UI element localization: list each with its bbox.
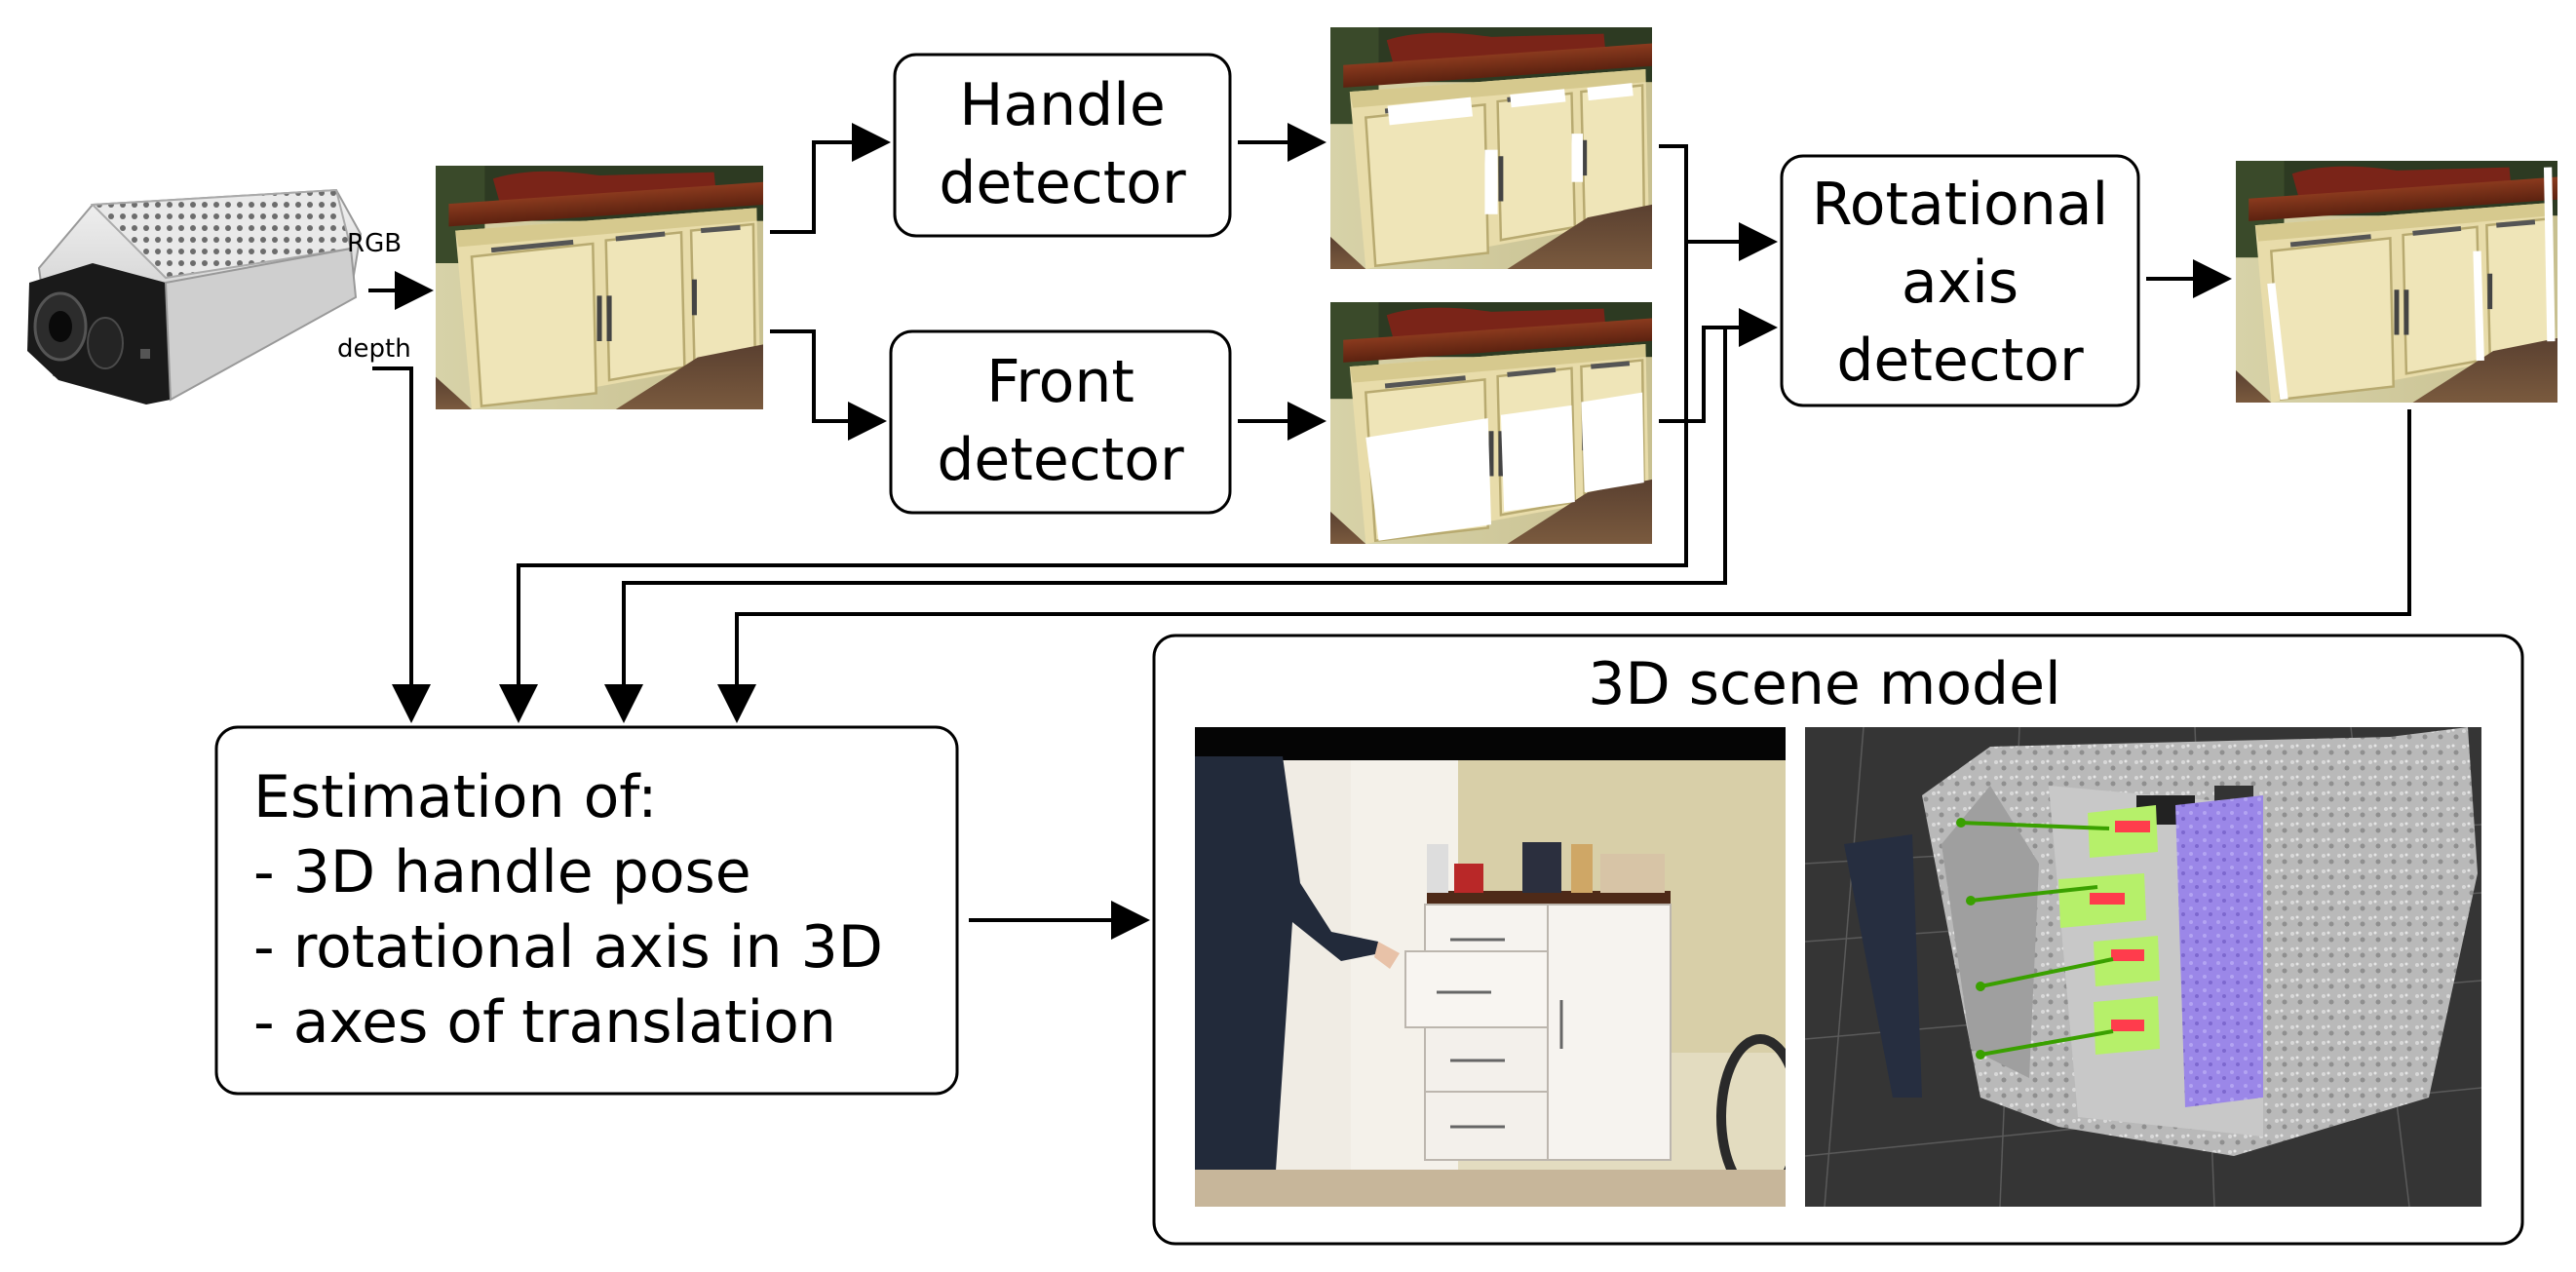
- arrow-axis-to-estimation: [717, 409, 2411, 723]
- arrow-to-front-detector: [770, 329, 887, 441]
- handle-detection-image: [1330, 27, 1652, 269]
- estimation-item: - 3D handle pose: [253, 838, 751, 906]
- scene-point-cloud-render: [1805, 727, 2481, 1207]
- estimation-item: - rotational axis in 3D: [253, 913, 883, 982]
- depth-label: depth: [337, 334, 411, 364]
- estimation-title: Estimation of:: [253, 763, 658, 831]
- rotational-axis-detector-box: Rotational axis detector: [1780, 154, 2140, 407]
- depth-camera-icon: [27, 188, 363, 405]
- input-rgb-image: [436, 166, 763, 409]
- arrow-front-to-axis: [1659, 308, 1778, 423]
- front-detection-image: [1330, 302, 1652, 544]
- svg-text:detector: detector: [939, 149, 1186, 217]
- arrow-handle-to-estimation: [499, 242, 1688, 723]
- handle-detector-box: Handle detector: [893, 53, 1232, 238]
- rotational-axis-result-image: [2236, 161, 2557, 403]
- arrow-handle-to-axis: [1659, 144, 1778, 261]
- arrow-front-to-estimation: [604, 328, 1727, 723]
- flow-arrows: [368, 123, 2411, 940]
- svg-text:axis: axis: [1902, 249, 2019, 317]
- estimation-item: - axes of translation: [253, 988, 836, 1057]
- svg-text:Rotational: Rotational: [1812, 171, 2108, 239]
- svg-text:detector: detector: [1836, 327, 2084, 395]
- front-detector-box: Front detector: [889, 329, 1232, 515]
- rgb-label: RGB: [347, 229, 402, 258]
- svg-text:detector: detector: [937, 426, 1184, 494]
- arrow-depth: [372, 366, 431, 723]
- svg-text:Front: Front: [986, 348, 1134, 416]
- svg-text:Handle: Handle: [959, 71, 1166, 139]
- estimation-box: Estimation of: - 3D handle pose - rotati…: [214, 725, 959, 1096]
- arrow-to-handle-detector: [770, 123, 891, 234]
- scene-model-title: 3D scene model: [1588, 650, 2060, 718]
- scene-rgb-photo: [1195, 727, 1786, 1207]
